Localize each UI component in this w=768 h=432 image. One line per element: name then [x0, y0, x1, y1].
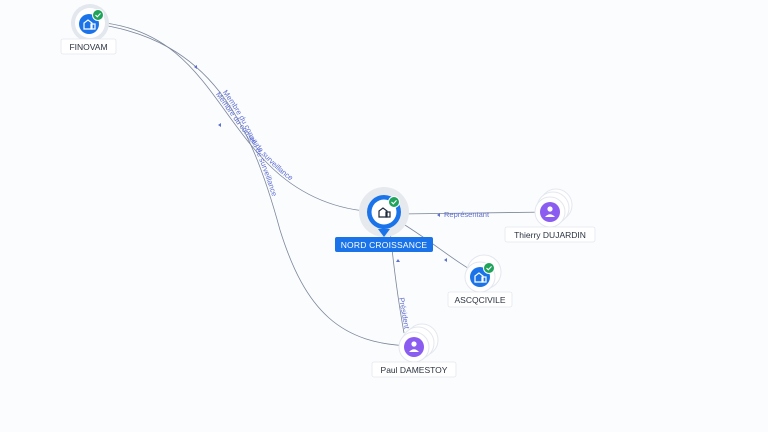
edge-arrow	[194, 65, 197, 69]
edge-arrow	[444, 258, 447, 262]
node-label: Paul DAMESTOY	[381, 365, 448, 375]
building-icon	[83, 19, 96, 30]
edge-arrow	[437, 213, 440, 217]
node-finovam[interactable]: FINOVAM	[60, 4, 117, 55]
verified-check-icon	[92, 9, 104, 21]
person-circle	[540, 202, 560, 222]
person-circle	[404, 337, 424, 357]
node-label: FINOVAM	[69, 42, 107, 52]
node-label: ASCQCIVILE	[454, 295, 505, 305]
edge-label-thierry-nord: Représentant	[444, 210, 490, 219]
building-icon	[474, 272, 487, 283]
node-ascqcivile[interactable]: ASCQCIVILE	[447, 254, 513, 308]
edge-finovam-paul	[95, 23, 415, 347]
node-thierry-dujardin[interactable]: Thierry DUJARDIN	[504, 188, 596, 243]
edge-label-finovam-paul: Membre du conseil de surveillance	[221, 88, 279, 197]
verified-check-icon	[388, 196, 400, 208]
edge-arrow	[396, 259, 400, 262]
node-nord-croissance[interactable]: NORD CROISSANCE	[335, 187, 433, 252]
person-icon	[409, 341, 419, 352]
node-label: Thierry DUJARDIN	[514, 230, 586, 240]
node-label: NORD CROISSANCE	[341, 240, 428, 250]
edge-label-paul-nord: Président	[397, 297, 412, 331]
verified-check-icon	[483, 262, 495, 274]
building-icon	[378, 207, 391, 218]
person-icon	[545, 206, 555, 217]
edge-arrow	[218, 123, 221, 127]
node-paul-damestoy[interactable]: Paul DAMESTOY	[371, 323, 457, 378]
